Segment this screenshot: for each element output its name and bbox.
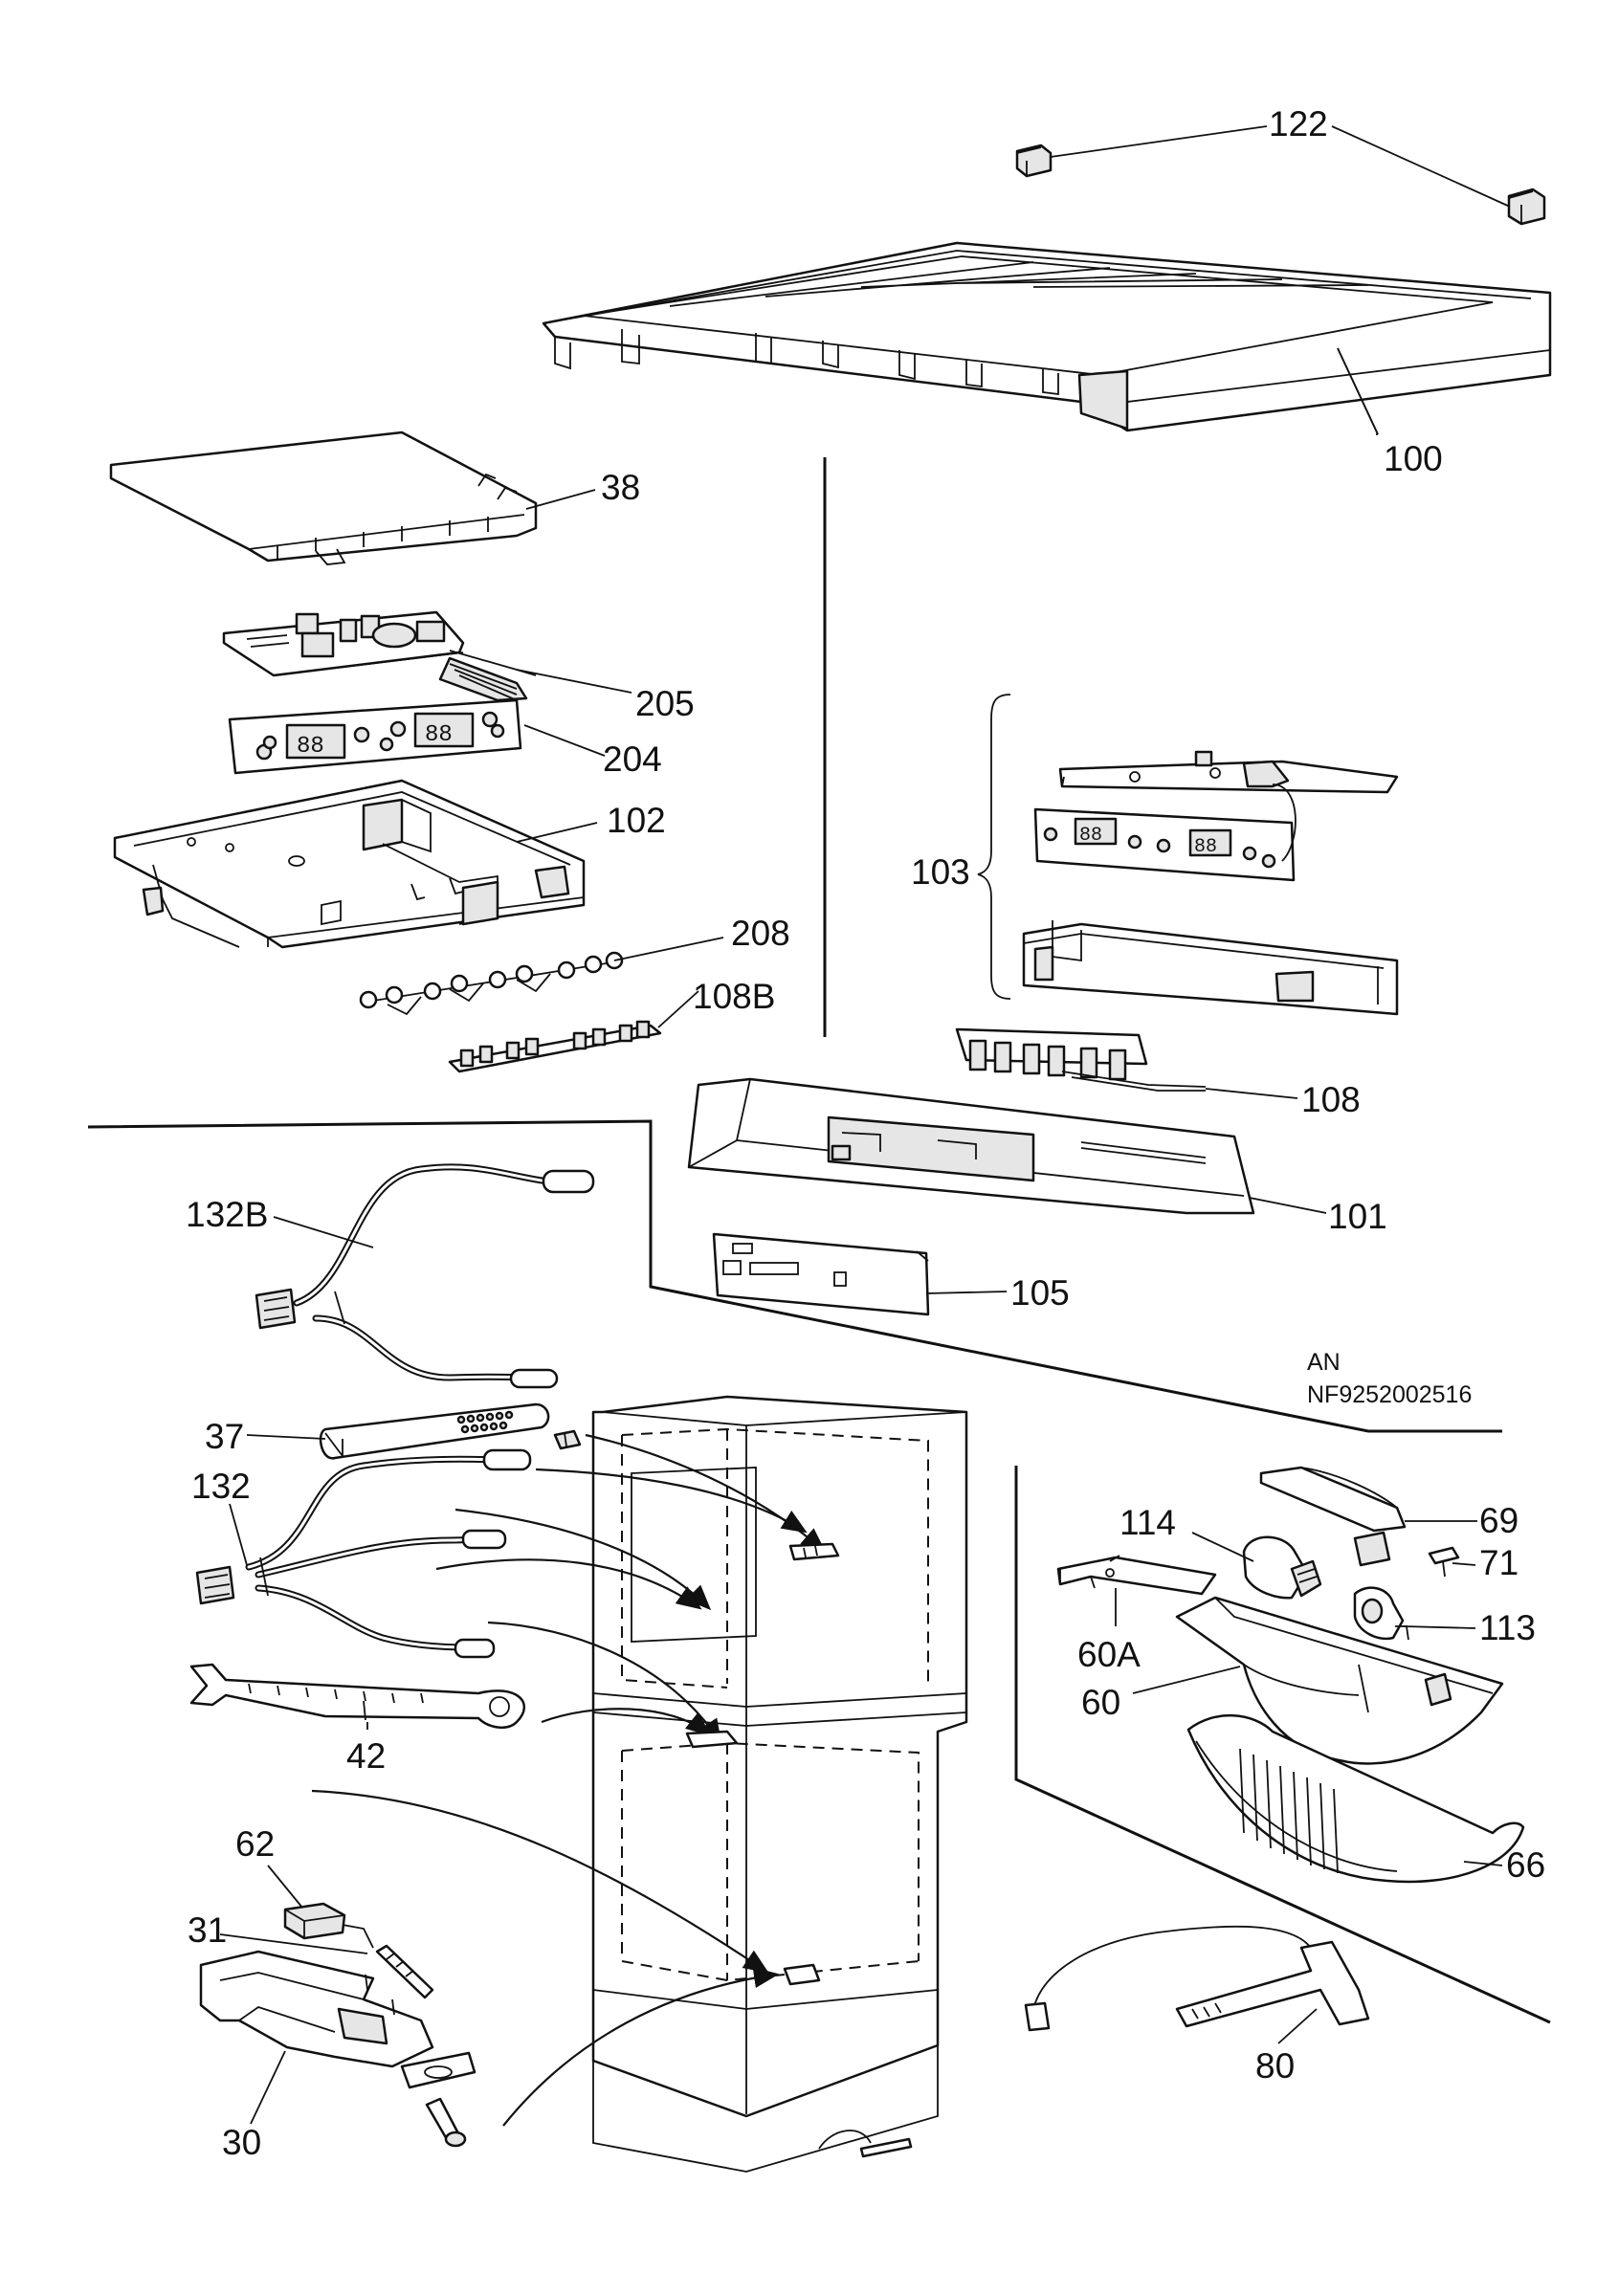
label-122: 122: [1269, 104, 1328, 144]
label-113: 113: [1479, 1608, 1536, 1647]
part-108B-lamp-holder: [448, 1020, 662, 1073]
label-101: 101: [1328, 1197, 1387, 1236]
part-122-clip-right: [1507, 188, 1546, 226]
label-80: 80: [1255, 2046, 1295, 2086]
svg-text:88: 88: [1079, 825, 1102, 847]
part-60A-bracket: [1056, 1555, 1217, 1596]
part-62-block: [283, 1902, 374, 1949]
label-38: 38: [601, 468, 640, 507]
part-71-screw: [1428, 1546, 1460, 1578]
part-100-top-cover: [542, 241, 1552, 432]
svg-text:88: 88: [1194, 836, 1217, 858]
label-62: 62: [235, 1824, 275, 1864]
part-69-lens-cover: [1259, 1466, 1407, 1533]
part-30-bracket: [199, 1950, 477, 2148]
part-103-assembly: 88 88: [1022, 750, 1399, 1016]
leader-lines: [219, 125, 1511, 2125]
part-132-sensor-harness: [195, 1448, 532, 1659]
part-204-display-board: 88 88: [228, 698, 522, 775]
assembly-arrows: [311, 1433, 827, 2127]
svg-text:88: 88: [297, 734, 324, 760]
label-102: 102: [607, 801, 666, 840]
cabinet-inner-brackets: [685, 1542, 840, 1986]
label-60A: 60A: [1077, 1635, 1141, 1674]
part-205-control-board: [222, 610, 537, 702]
part-102-control-housing: [113, 779, 586, 949]
label-30: 30: [222, 2123, 261, 2162]
label-71: 71: [1479, 1543, 1518, 1582]
label-60: 60: [1081, 1683, 1120, 1722]
label-42: 42: [346, 1736, 386, 1776]
label-100: 100: [1384, 439, 1443, 478]
part-108-lamp-socket-strip: [955, 1027, 1207, 1092]
doc-code-line1: AN: [1307, 1349, 1341, 1376]
label-132B: 132B: [186, 1195, 268, 1234]
refrigerator-cabinet: [591, 1395, 968, 2173]
part-113-lamp-socket: [1353, 1531, 1409, 1641]
part-122-clip-left: [1015, 144, 1053, 178]
part-101-front-panel: [687, 1077, 1255, 1215]
label-108B: 108B: [693, 977, 775, 1016]
label-204: 204: [603, 740, 662, 779]
label-208: 208: [731, 914, 790, 953]
part-37-sensor-holder: [319, 1402, 582, 1460]
label-69: 69: [1479, 1501, 1518, 1540]
cabinet-wire-detail: [818, 2130, 913, 2158]
part-132B-sensor-harness: [255, 1163, 595, 1389]
label-105: 105: [1010, 1273, 1070, 1313]
label-114: 114: [1119, 1503, 1176, 1542]
label-37: 37: [205, 1417, 244, 1456]
label-205: 205: [635, 684, 695, 723]
part-66-diffuser: [1186, 1713, 1525, 1884]
part-80-lamp-wire: [1024, 1925, 1370, 2032]
label-66: 66: [1506, 1845, 1545, 1885]
part-114-lamp: [1242, 1535, 1322, 1600]
bracket-103: [977, 694, 1011, 1000]
doc-code-line2: NF9252002516: [1307, 1381, 1472, 1408]
label-103: 103: [911, 852, 970, 892]
label-132: 132: [191, 1467, 251, 1506]
label-108: 108: [1301, 1080, 1361, 1119]
part-38-cover-plate: [109, 430, 538, 565]
part-208-led-chain: [359, 951, 624, 1016]
part-31-pin: [375, 1944, 434, 1999]
part-105-insert: [712, 1232, 930, 1316]
part-60-lamp-housing: [1175, 1596, 1504, 1765]
section-dividers: [87, 457, 1551, 2024]
svg-text:88: 88: [425, 722, 453, 748]
part-labels: 122 100 38 205 204 102 208 108B 103 108 …: [186, 104, 1545, 2162]
label-31: 31: [188, 1910, 227, 1950]
part-42-sensor-clip: [189, 1663, 525, 1730]
